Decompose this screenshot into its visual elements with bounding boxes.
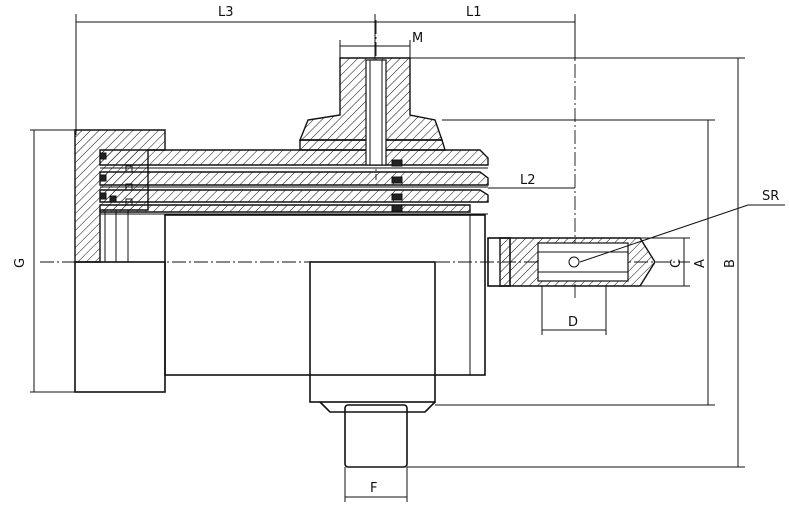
cylinder-body	[164, 214, 486, 468]
end-cap-section	[74, 129, 166, 393]
label-l1: L1	[466, 5, 482, 20]
label-l2: L2	[520, 173, 536, 188]
port-boss-section	[298, 57, 446, 166]
label-g: G	[13, 258, 28, 268]
label-sr: SR	[762, 189, 779, 204]
label-d: D	[568, 315, 578, 330]
label-b: B	[723, 259, 738, 268]
label-a: A	[693, 259, 708, 268]
seals	[99, 152, 403, 212]
dimension-lines	[30, 14, 785, 502]
label-c: C	[669, 259, 684, 268]
label-l3: L3	[218, 5, 234, 20]
label-f: F	[370, 481, 377, 496]
telescopic-stages-section	[99, 149, 489, 215]
label-m: M	[412, 31, 423, 46]
